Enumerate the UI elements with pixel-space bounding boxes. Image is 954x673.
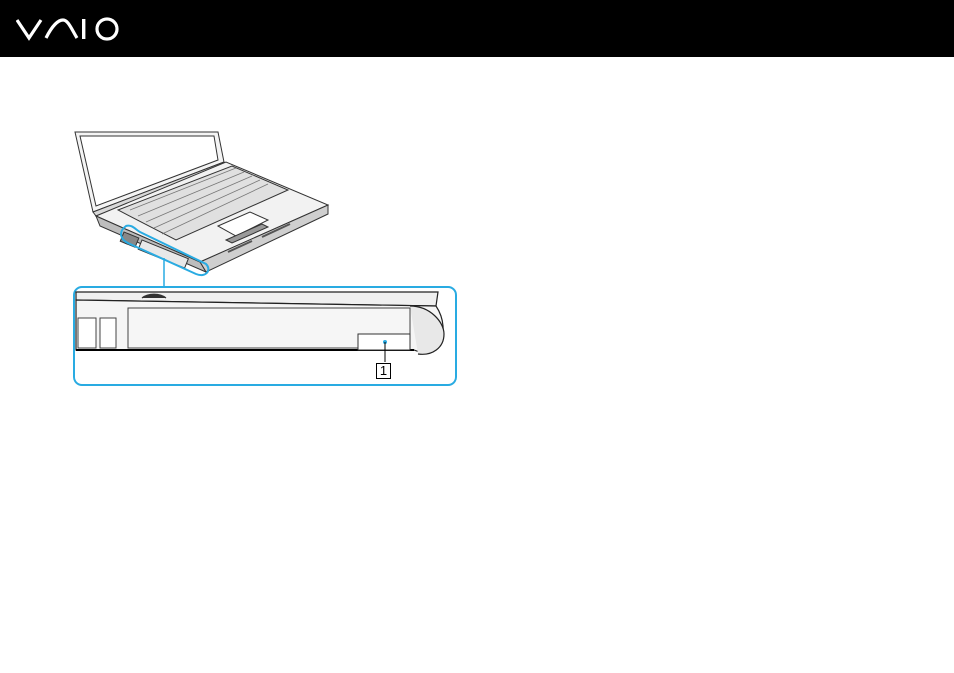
callout-label-1: 1 — [376, 363, 391, 379]
zoomed-side-profile — [76, 292, 444, 354]
